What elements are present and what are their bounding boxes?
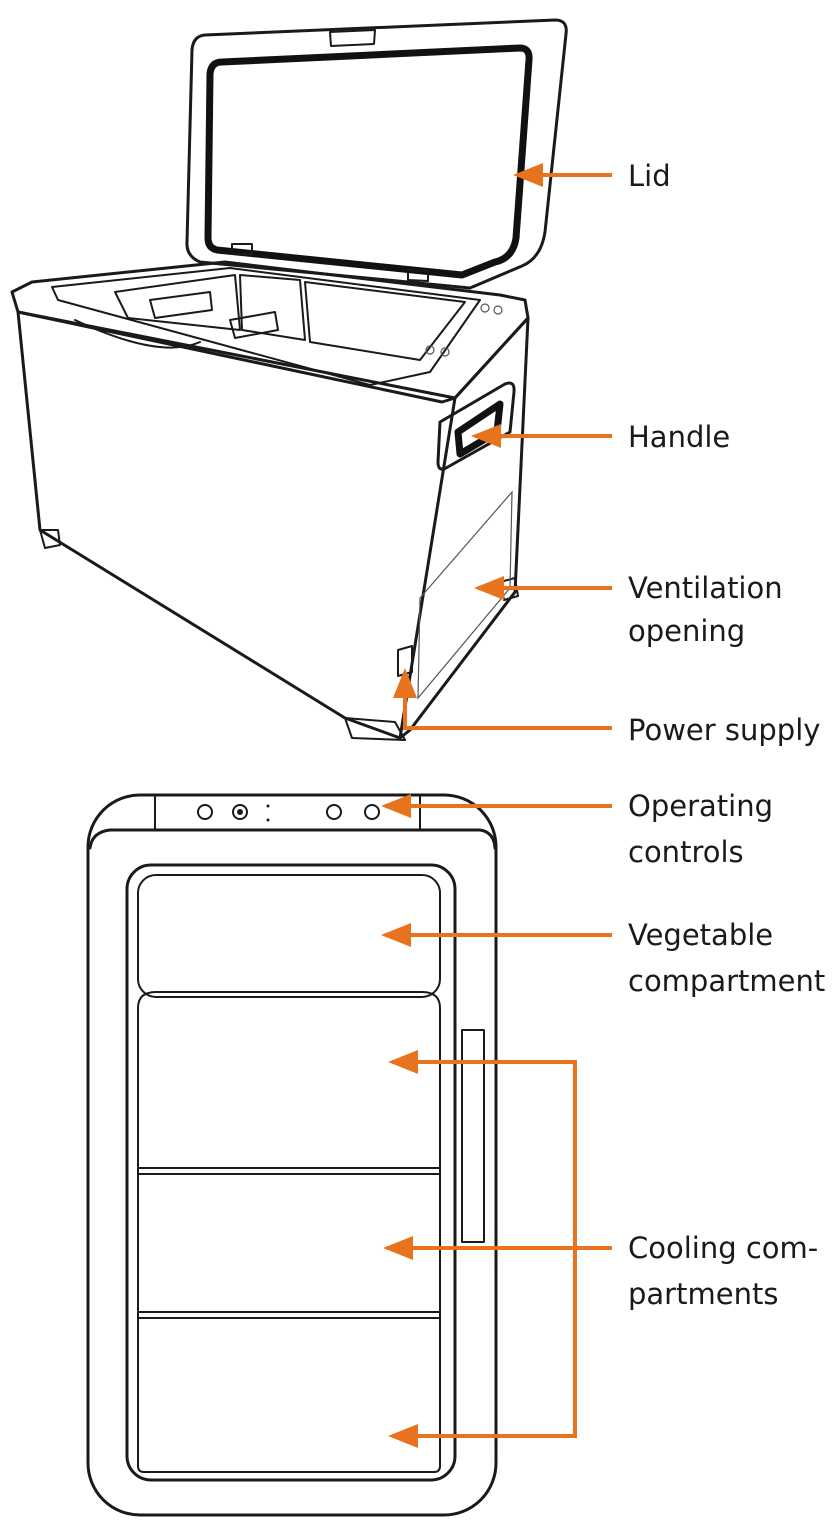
lid-drawing bbox=[185, 18, 568, 290]
callout-labels: Lid Handle Ventilation opening Power sup… bbox=[628, 159, 827, 1311]
label-handle: Handle bbox=[628, 420, 730, 454]
cooling-compartment-arrow-1 bbox=[388, 1050, 577, 1122]
mode-button-icon bbox=[232, 804, 248, 820]
cooling-compartment-arrow-3 bbox=[388, 1122, 577, 1448]
side-handle-drawing bbox=[461, 1029, 485, 1243]
power-supply-arrow bbox=[393, 668, 612, 730]
label-operating-controls: Operating controls bbox=[628, 789, 782, 869]
label-lid: Lid bbox=[628, 159, 671, 193]
callout-arrows bbox=[381, 163, 612, 1448]
up-button-icon bbox=[326, 804, 342, 820]
label-power-supply: Power supply bbox=[628, 713, 820, 747]
down-button-icon bbox=[364, 804, 380, 820]
label-cooling-compartments: Cooling com- partments bbox=[628, 1231, 827, 1311]
ventilation-opening-drawing bbox=[417, 490, 513, 700]
label-vegetable-compartment: Vegetable compartment bbox=[628, 918, 825, 998]
body-rim-drawing bbox=[10, 260, 530, 404]
power-button-icon bbox=[197, 804, 213, 820]
control-panel bbox=[197, 804, 380, 822]
cooler-top-view bbox=[86, 793, 498, 1517]
body-drawing bbox=[16, 310, 530, 741]
cooler-perspective-view bbox=[10, 18, 568, 741]
label-ventilation-opening: Ventilation opening bbox=[628, 571, 792, 648]
